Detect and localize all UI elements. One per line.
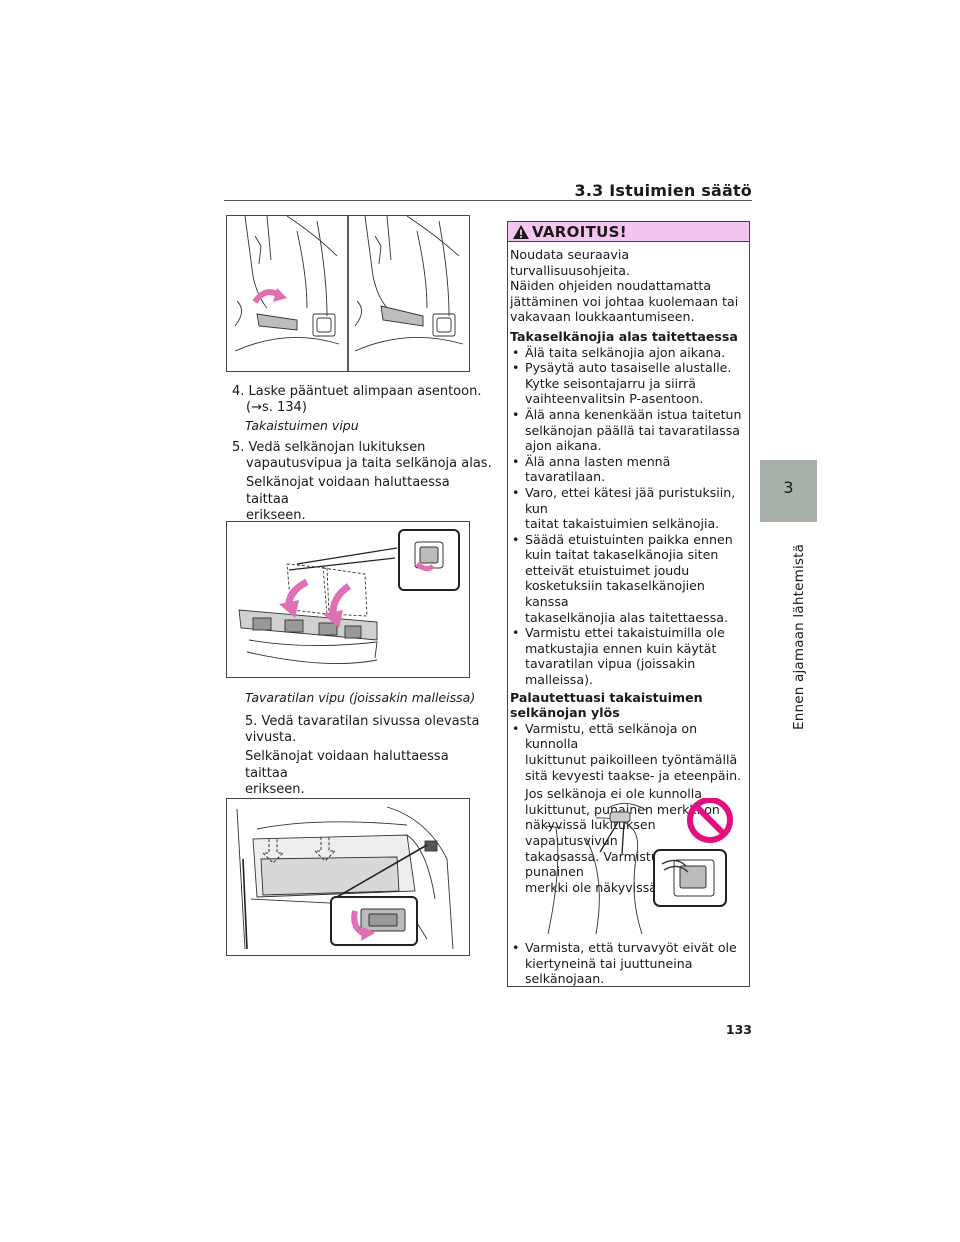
step-5b-text: 5. Vedä tavaratilan sivussa olevasta — [245, 714, 480, 729]
step-5-text-2: vapautusvipua ja taita selkänoja alas. — [246, 456, 492, 472]
section-title: 3.3 Istuimien säätö — [574, 181, 752, 200]
chapter-tab — [760, 460, 817, 522]
warning-triangle-icon — [513, 225, 529, 239]
figure-cargo-lever — [226, 798, 470, 956]
list-item: Älä taita selkänojia ajon aikana. — [510, 345, 748, 361]
step-5-text: 5. Vedä selkänojan lukituksen — [232, 440, 426, 455]
warning-intro-line: jättäminen voi johtaa kuolemaan tai — [510, 293, 739, 309]
chapter-number: 3 — [783, 478, 794, 497]
step-5-note-2: erikseen. — [246, 507, 306, 523]
warning-content: Noudata seuraavia turvallisuusohjeita. N… — [510, 247, 748, 895]
prohibit-icon — [687, 797, 733, 843]
step-5-note: Selkänojat voidaan haluttaessa taittaa — [246, 475, 450, 507]
warning-intro-line: Noudata seuraavia turvallisuusohjeita. — [510, 247, 630, 278]
figure-prohibited-red-mark — [526, 797, 746, 938]
warning-intro-line: vakavaan loukkaantumiseen. — [510, 309, 695, 325]
page-number: 133 — [725, 1022, 752, 1037]
list-item: Älä anna kenenkään istua taitetun selkän… — [510, 407, 748, 454]
header-divider — [224, 200, 752, 201]
step-4-ref: (→s. 134) — [246, 400, 307, 416]
list-item: Pysäytä auto tasaiselle alustalle. Kytke… — [510, 360, 748, 407]
list-item: Varmista, että turvavyöt eivät ole kiert… — [510, 940, 748, 987]
step-4-text: 4. Laske pääntuet alimpaan asentoon. — [232, 384, 482, 399]
rear-seat-lever-heading: Takaistuimen vipu — [245, 418, 359, 433]
warning-header: VAROITUS! — [508, 222, 749, 242]
warning-box: VAROITUS! Noudata seuraavia turvallisuus… — [507, 221, 750, 987]
list-item: Säädä etuistuinten paikka ennen kuin tai… — [510, 532, 748, 626]
list-item: Varmistu, että selkänoja on kunnolla luk… — [510, 721, 748, 783]
step-5b-note-2: erikseen. — [245, 781, 305, 797]
cargo-lever-heading: Tavaratilan vipu (joissakin malleissa) — [245, 690, 476, 705]
folding-heading: Takaselkänojia alas taitettaessa — [510, 328, 738, 344]
warning-intro-line: Näiden ohjeiden noudattamatta — [510, 278, 712, 294]
figure-headrest-lowering — [226, 215, 470, 372]
return-heading: Palautettuasi takaistuimen selkänojan yl… — [510, 689, 703, 721]
list-item: Varmistu ettei takaistuimilla ole matkus… — [510, 625, 748, 687]
step-5b-note: Selkänojat voidaan haluttaessa taittaa — [245, 749, 449, 781]
list-item: Älä anna lasten mennä tavaratilaan. — [510, 454, 748, 485]
step-5b-text-2: vivusta. — [245, 730, 297, 746]
list-item: Varo, ettei kätesi jää puristuksiin, kun… — [510, 485, 748, 532]
chapter-title-vertical: Ennen ajamaan lähtemistä — [791, 543, 807, 730]
warning-title: VAROITUS! — [532, 223, 627, 241]
figure-rear-seat-fold — [226, 521, 470, 678]
